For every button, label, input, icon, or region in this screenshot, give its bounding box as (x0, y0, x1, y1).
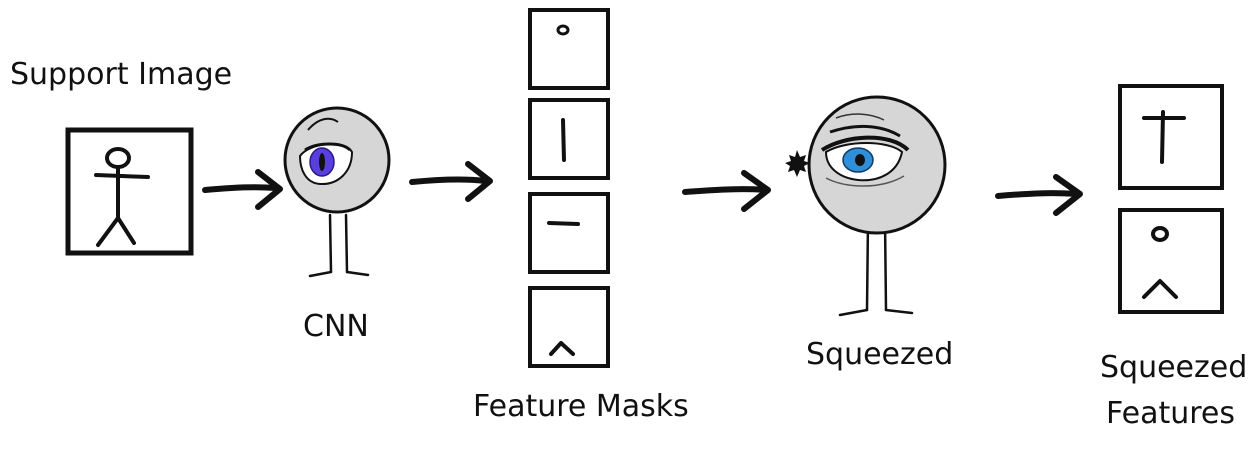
arrow-right-icon (682, 170, 771, 212)
support-image-label: Support Image (10, 57, 233, 92)
squeezed-label: Squeezed (806, 337, 954, 372)
chevron-up-icon (549, 341, 575, 356)
puff-icon (785, 150, 810, 177)
vertical-line-icon (561, 118, 566, 162)
legs (308, 213, 370, 278)
cnn-creature (283, 106, 391, 278)
cnn-label: CNN (303, 309, 369, 344)
horizontal-dash-icon (547, 221, 580, 226)
arrow-right-icon (409, 161, 493, 202)
support-image (65, 127, 194, 256)
stick-figure-icon (94, 147, 150, 247)
squeezed-features-label-line2: Features (1106, 396, 1235, 431)
feature-mask-stack (528, 8, 610, 368)
arrow-right-icon (995, 174, 1083, 216)
circle-and-chevron-icon (1142, 226, 1178, 299)
squeezed-feature-stack (1118, 84, 1224, 314)
squeezed-features-label-line1: Squeezed (1100, 350, 1248, 385)
feature-masks-label: Feature Masks (473, 389, 689, 424)
arrow-right-icon (202, 169, 283, 210)
squeezed-creature (785, 95, 947, 317)
cross-icon (1142, 110, 1186, 164)
small-circle-icon (556, 24, 570, 36)
